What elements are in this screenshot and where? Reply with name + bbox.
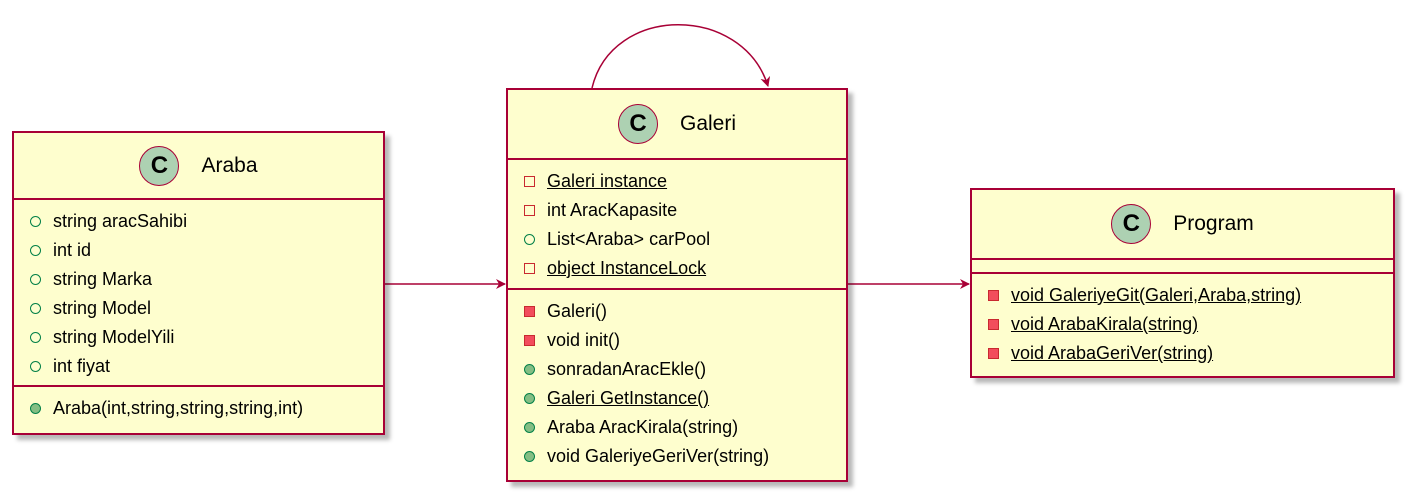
public-visibility-icon bbox=[30, 332, 41, 343]
member-text: Araba(int,string,string,string,int) bbox=[53, 398, 304, 418]
class-name: Galeri bbox=[679, 112, 737, 135]
class-program[interactable]: C Program void GaleriyeGit(Galeri,Araba,… bbox=[970, 188, 1395, 378]
member-text: void GaleriyeGeriVer(string) bbox=[547, 446, 770, 466]
public-visibility-icon bbox=[30, 361, 41, 372]
class-stereotype-icon: C bbox=[139, 145, 180, 186]
class-name: Program bbox=[1173, 212, 1254, 235]
member-text: sonradanAracEkle() bbox=[547, 359, 707, 379]
class-member: void GaleriyeGeriVer(string) bbox=[508, 442, 846, 471]
member-text: Galeri() bbox=[547, 301, 608, 321]
member-text: string aracSahibi bbox=[53, 211, 188, 231]
public-visibility-icon bbox=[30, 245, 41, 256]
private-visibility-icon bbox=[524, 205, 535, 216]
public-visibility-icon bbox=[524, 451, 535, 462]
public-visibility-icon bbox=[30, 403, 41, 414]
class-member: Galeri() bbox=[508, 297, 846, 326]
member-text: int fiyat bbox=[53, 356, 111, 376]
class-member: Araba AracKirala(string) bbox=[508, 413, 846, 442]
class-member: string ModelYili bbox=[14, 323, 383, 352]
member-text: void ArabaGeriVer(string) bbox=[1011, 343, 1214, 363]
member-text: string ModelYili bbox=[53, 327, 175, 347]
class-name: Araba bbox=[201, 153, 258, 177]
private-visibility-icon bbox=[988, 290, 999, 301]
class-member: Galeri instance bbox=[508, 167, 846, 196]
member-text: int id bbox=[53, 240, 92, 260]
class-member: int id bbox=[14, 236, 383, 265]
class-header: C Program bbox=[972, 190, 1393, 260]
class-member: int AracKapasite bbox=[508, 196, 846, 225]
public-visibility-icon bbox=[524, 422, 535, 433]
private-visibility-icon bbox=[524, 176, 535, 187]
class-header: C Araba bbox=[14, 133, 383, 200]
member-text: void ArabaKirala(string) bbox=[1011, 314, 1199, 334]
public-visibility-icon bbox=[524, 393, 535, 404]
public-visibility-icon bbox=[30, 216, 41, 227]
member-text: Araba AracKirala(string) bbox=[547, 417, 739, 437]
class-header: C Galeri bbox=[508, 90, 846, 160]
member-text: int AracKapasite bbox=[547, 200, 678, 220]
class-stereotype-icon: C bbox=[1111, 204, 1152, 244]
private-visibility-icon bbox=[524, 263, 535, 274]
class-member: Araba(int,string,string,string,int) bbox=[14, 394, 383, 423]
private-visibility-icon bbox=[988, 319, 999, 330]
class-member: string aracSahibi bbox=[14, 207, 383, 236]
class-member: string Model bbox=[14, 294, 383, 323]
attributes-section: string aracSahibi int id string Marka strin… bbox=[14, 200, 383, 387]
class-member: List<Araba> carPool bbox=[508, 225, 846, 254]
private-visibility-icon bbox=[988, 348, 999, 359]
class-member: Galeri GetInstance() bbox=[508, 384, 846, 413]
member-text: object InstanceLock bbox=[547, 258, 707, 278]
public-visibility-icon bbox=[30, 274, 41, 285]
member-text: string Marka bbox=[53, 269, 153, 289]
class-araba[interactable]: C Araba string aracSahibi int id string Ma… bbox=[12, 131, 385, 435]
member-text: void init() bbox=[547, 330, 621, 350]
member-text: List<Araba> carPool bbox=[547, 229, 711, 249]
relation-galeri-self bbox=[591, 24, 771, 89]
class-member: void ArabaGeriVer(string) bbox=[972, 339, 1393, 368]
private-visibility-icon bbox=[524, 335, 535, 346]
member-text: void GaleriyeGit(Galeri,Araba,string) bbox=[1011, 285, 1302, 305]
class-member: void ArabaKirala(string) bbox=[972, 310, 1393, 339]
class-member: string Marka bbox=[14, 265, 383, 294]
public-visibility-icon bbox=[524, 364, 535, 375]
class-galeri[interactable]: C Galeri Galeri instance int AracKapasite… bbox=[506, 88, 848, 482]
class-member: int fiyat bbox=[14, 352, 383, 381]
methods-section: void GaleriyeGit(Galeri,Araba,string) voi… bbox=[972, 274, 1393, 368]
class-member: sonradanAracEkle() bbox=[508, 355, 846, 384]
methods-section: Galeri() void init() sonradanAracEkle() Gal… bbox=[508, 290, 846, 471]
private-visibility-icon bbox=[524, 306, 535, 317]
member-text: Galeri GetInstance() bbox=[547, 388, 710, 408]
methods-section: Araba(int,string,string,string,int) bbox=[14, 387, 383, 423]
class-stereotype-icon: C bbox=[617, 104, 658, 144]
class-member: object InstanceLock bbox=[508, 254, 846, 283]
class-member: void GaleriyeGit(Galeri,Araba,string) bbox=[972, 281, 1393, 310]
member-text: Galeri instance bbox=[547, 171, 668, 191]
attributes-section bbox=[972, 260, 1393, 274]
public-visibility-icon bbox=[30, 303, 41, 314]
class-member: void init() bbox=[508, 326, 846, 355]
member-text: string Model bbox=[53, 298, 152, 318]
public-visibility-icon bbox=[524, 234, 535, 245]
